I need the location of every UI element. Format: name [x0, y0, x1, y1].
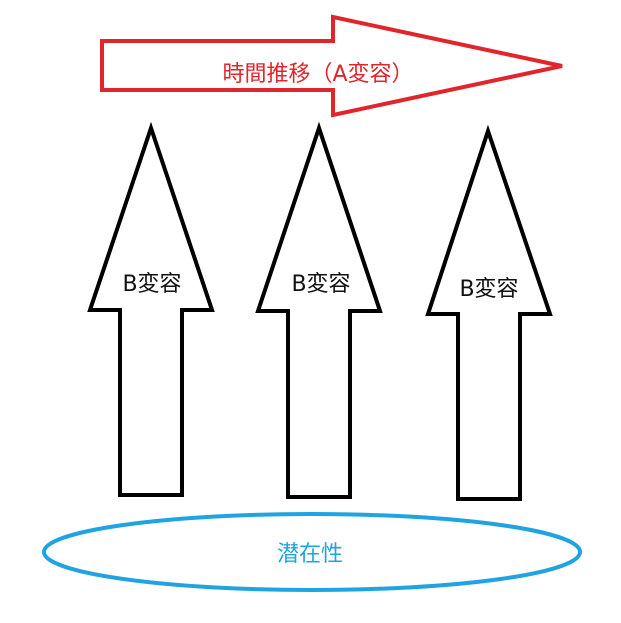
b-arrow-3: B変容	[425, 124, 553, 501]
latent-ellipse-shape	[42, 512, 582, 592]
latent-ellipse-label: 潜在性	[277, 542, 343, 567]
b-arrow-3-shape	[425, 124, 553, 501]
time-arrow-shape	[100, 14, 563, 118]
b-arrow-2-label: B変容	[291, 272, 350, 297]
b-arrow-1-shape	[87, 121, 215, 497]
b-arrow-3-label: B変容	[459, 277, 518, 302]
b-arrow-2: B変容	[255, 121, 383, 499]
time-arrow-label: 時間推移（A変容）	[222, 62, 413, 87]
time-arrow: 時間推移（A変容）	[100, 14, 563, 118]
b-arrow-1-label: B変容	[122, 272, 181, 297]
latent-ellipse: 潜在性	[42, 512, 582, 592]
b-arrow-2-shape	[255, 121, 383, 499]
b-arrow-1: B変容	[87, 121, 215, 497]
